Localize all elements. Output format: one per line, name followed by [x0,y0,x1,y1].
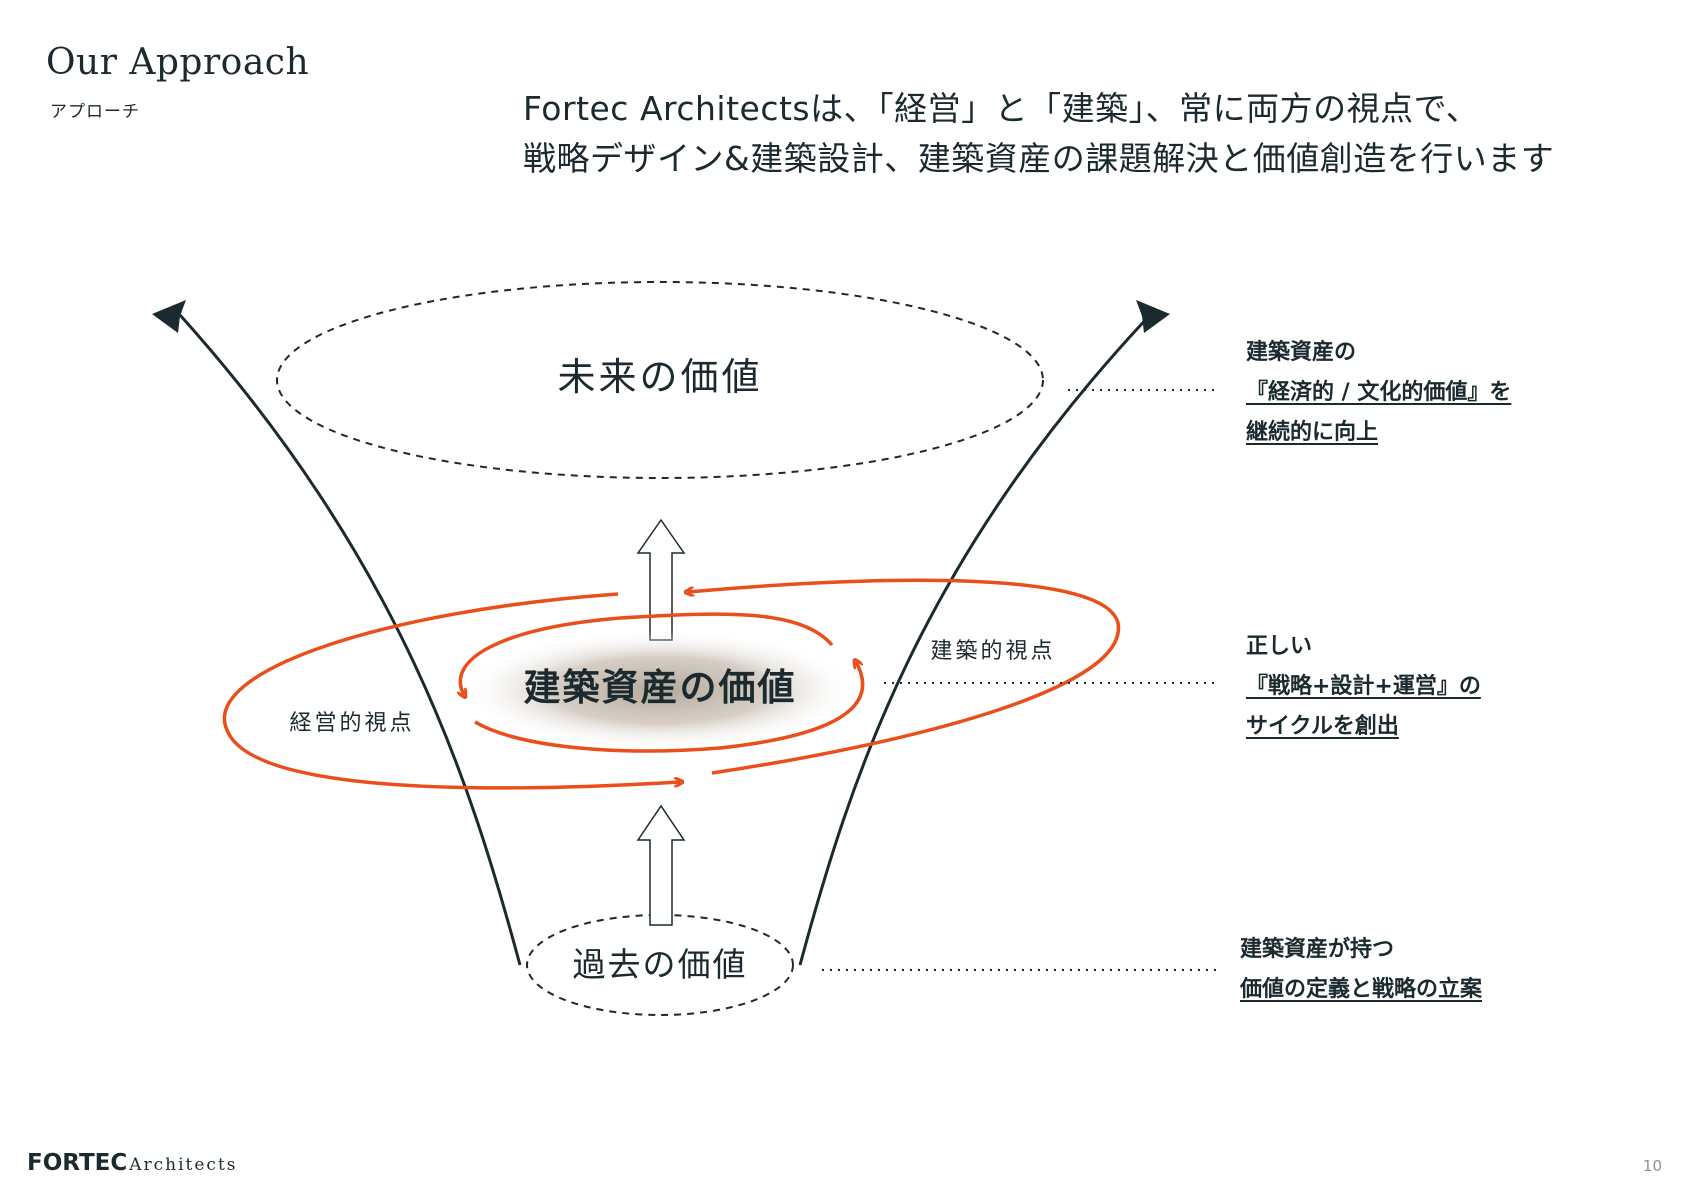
past-value-ellipse [526,914,794,1016]
note-future-line-3: 継続的に向上 [1246,420,1379,445]
lead-line-1: Fortec Architectsは、「経営」と「建築」、常に両方の視点で、 [523,89,1480,128]
note-future-line-2: 『経済的 / 文化的価値』を [1246,380,1512,405]
note-past: 建築資産が持つ 価値の定義と戦略の立案 [1240,930,1482,1010]
outer-cycle-left-arc [222,592,680,790]
footer-brand: FORTEC [27,1150,128,1176]
page-title: Our Approach [46,42,310,83]
note-future: 建築資産の 『経済的 / 文化的価値』を 継続的に向上 [1246,333,1511,453]
note-cycle: 正しい 『戦略+設計+運営』の サイクルを創出 [1246,627,1481,747]
management-view-label: 経営的視点 [289,711,414,736]
future-value-label: 未来の価値 [557,355,762,399]
core-value-label: 建築資産の価値 [524,666,797,709]
up-arrow-lower-icon [636,804,686,926]
lead-line-2: 戦略デザイン&建築設計、建築資産の課題解決と価値創造を行います [523,139,1555,178]
inner-cycle-right-arc [474,662,865,753]
funnel-right-curve [798,313,1152,966]
page-subtitle: アプローチ [50,102,140,122]
core-value-glow [460,630,860,750]
footer-brand-sub: Architects [129,1155,238,1175]
future-value-ellipse [276,281,1044,479]
note-future-line-1: 建築資産の [1246,340,1357,365]
inner-cycle-left-arc [460,612,834,695]
note-past-line-2: 価値の定義と戦略の立案 [1240,977,1483,1002]
note-cycle-line-1: 正しい [1246,634,1313,659]
arrowhead-right-icon [1136,300,1170,333]
arrowhead-left-icon [152,300,186,333]
up-arrow-upper-icon [636,518,686,641]
note-past-line-1: 建築資産が持つ [1240,937,1395,962]
note-cycle-line-2: 『戦略+設計+運営』の [1246,674,1481,699]
lead-statement: Fortec Architectsは、「経営」と「建築」、常に両方の視点で、 戦… [523,84,1623,184]
architecture-view-label: 建築的視点 [930,639,1055,664]
outer-cycle-right-arc [688,578,1120,775]
note-cycle-line-3: サイクルを創出 [1246,714,1399,739]
funnel-left-curve [178,313,522,966]
past-value-label: 過去の価値 [573,945,748,984]
page-number: 10 [1642,1157,1662,1175]
